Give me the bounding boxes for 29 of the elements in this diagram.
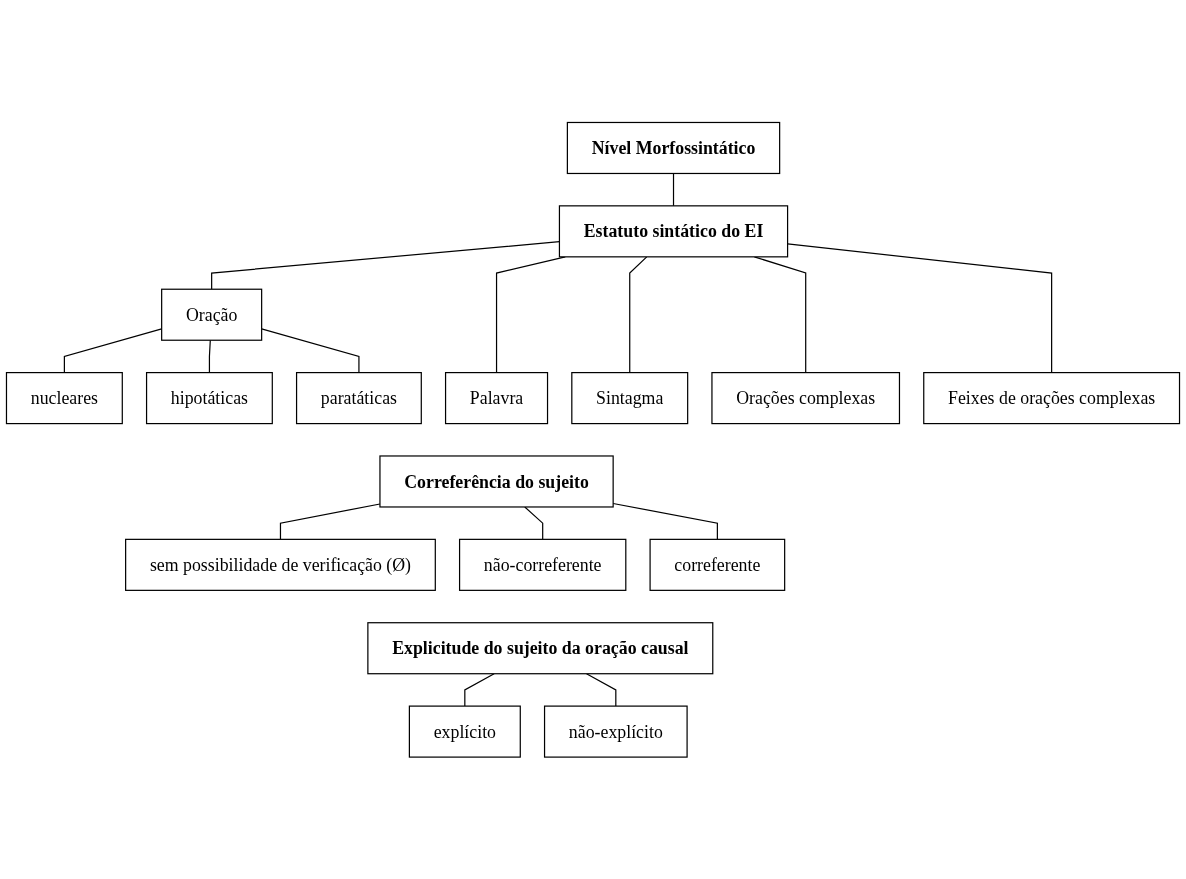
node-box: Palavra [444,371,549,424]
connector [524,506,544,540]
connector [787,243,1053,373]
connector [464,672,495,707]
node-box: hipotáticas [145,371,273,424]
connector [672,172,675,207]
connector [279,503,381,540]
node-box: Sintagma [571,371,689,424]
connector [753,255,807,373]
node-box: nucleares [5,371,123,424]
node-box: explícito [408,705,521,758]
node-box: não-correferente [458,538,627,591]
connector [612,502,718,540]
node-box: não-explícito [543,705,688,758]
node-box: Nível Morfossintático [566,121,781,174]
connector [261,327,360,373]
node-box: sem possibilidade de verificação (Ø) [125,538,436,591]
connector [585,672,617,707]
node-box: correferente [649,538,786,591]
node-box: paratáticas [295,371,422,424]
node-box: Estatuto sintático do EI [558,204,789,258]
connector [495,255,566,373]
node-box: Feixes de orações complexas [923,371,1181,424]
connector [208,339,211,373]
connector [629,255,648,373]
node-box: Explicitude do sujeito da oração causal [367,621,714,675]
node-box: Correferência do sujeito [379,455,614,508]
node-box: Orações complexas [711,371,901,424]
node-box: Oração [161,288,263,341]
